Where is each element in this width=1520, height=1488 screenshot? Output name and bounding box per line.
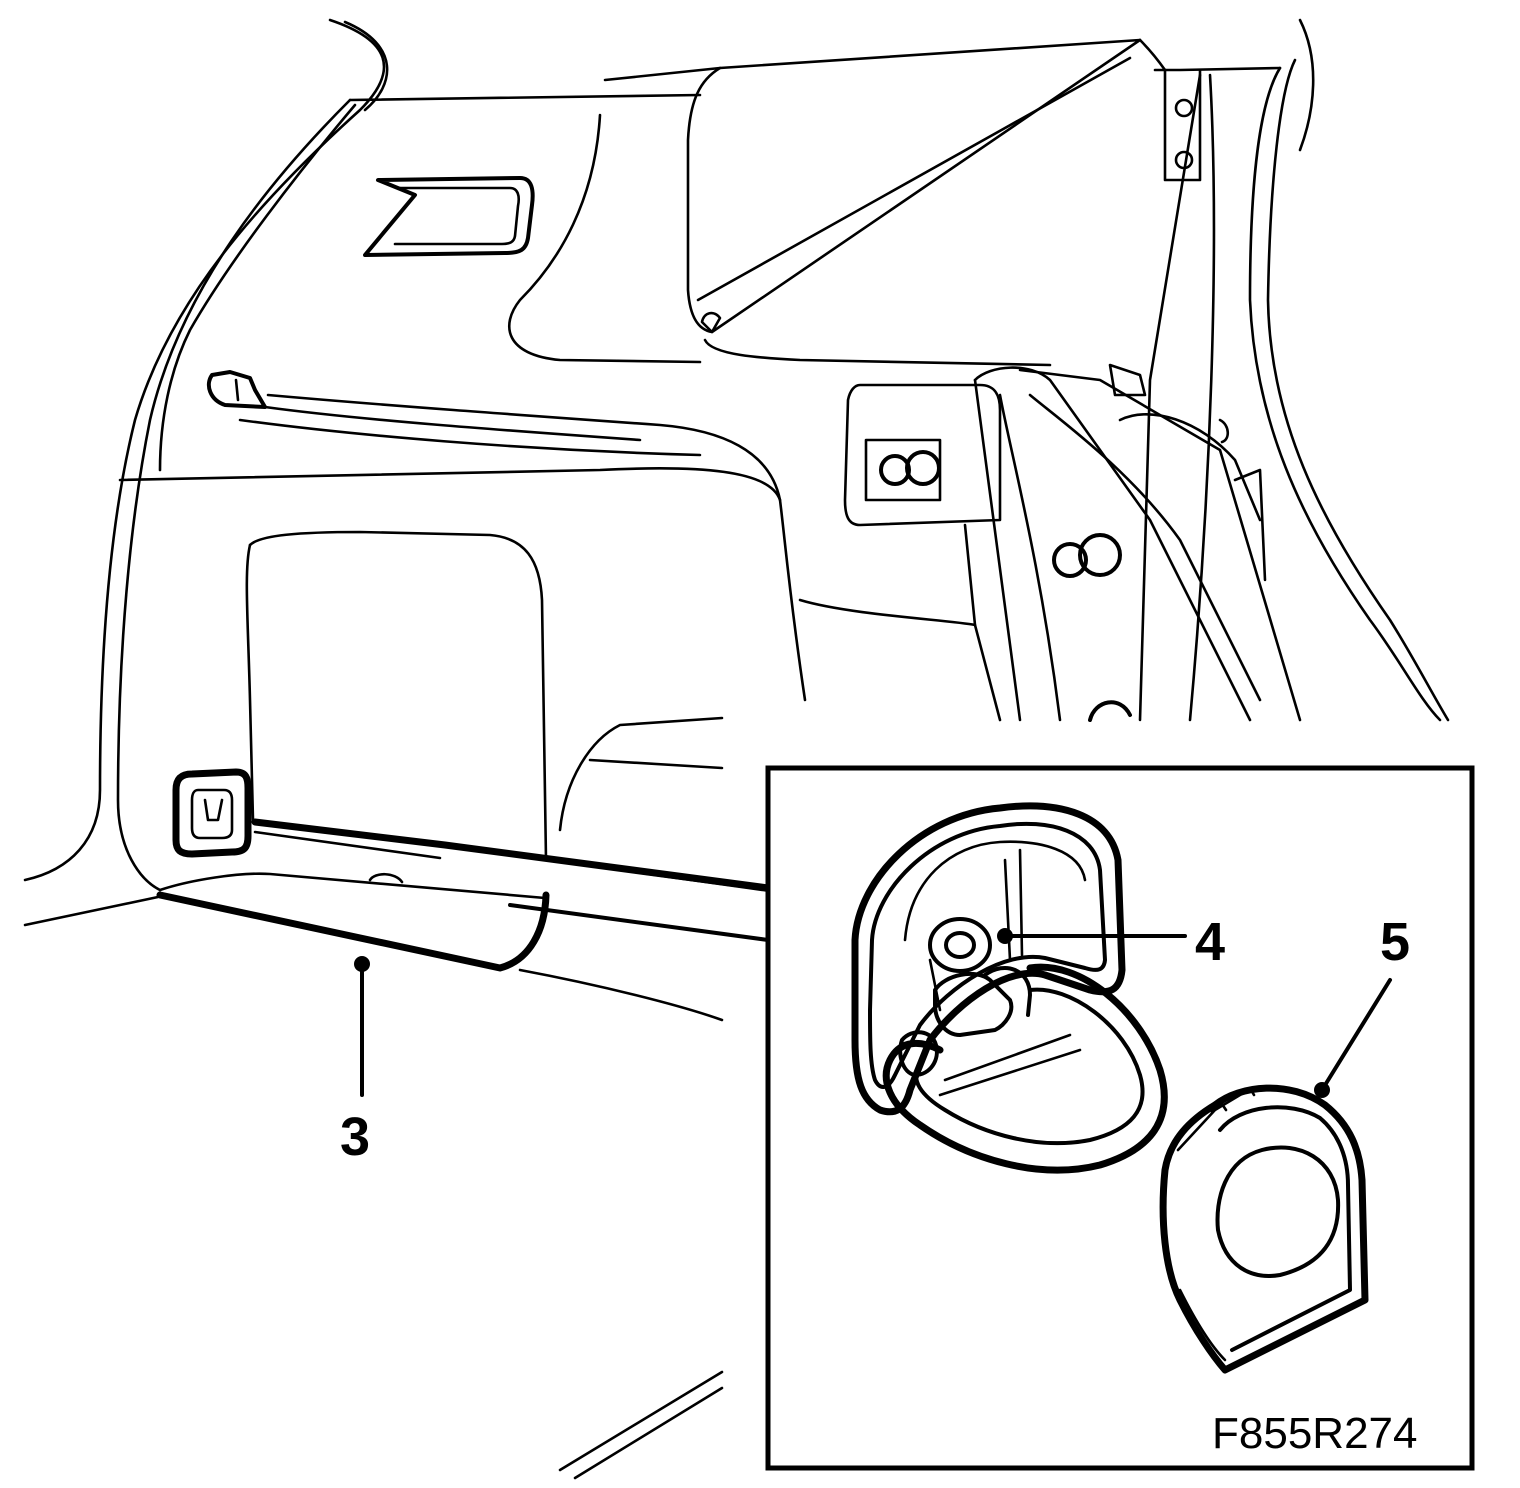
callout-5-leader xyxy=(1320,978,1392,1092)
callout-5-label: 5 xyxy=(1380,912,1410,972)
cargo-compartment-drawing: 3 xyxy=(23,18,1450,1480)
detail-inset: 4 5 F855R274 xyxy=(765,765,1475,1471)
callout-4-label: 4 xyxy=(1195,912,1225,972)
callout-3-label: 3 xyxy=(340,1107,370,1167)
figure-code: F855R274 xyxy=(1212,1409,1417,1458)
